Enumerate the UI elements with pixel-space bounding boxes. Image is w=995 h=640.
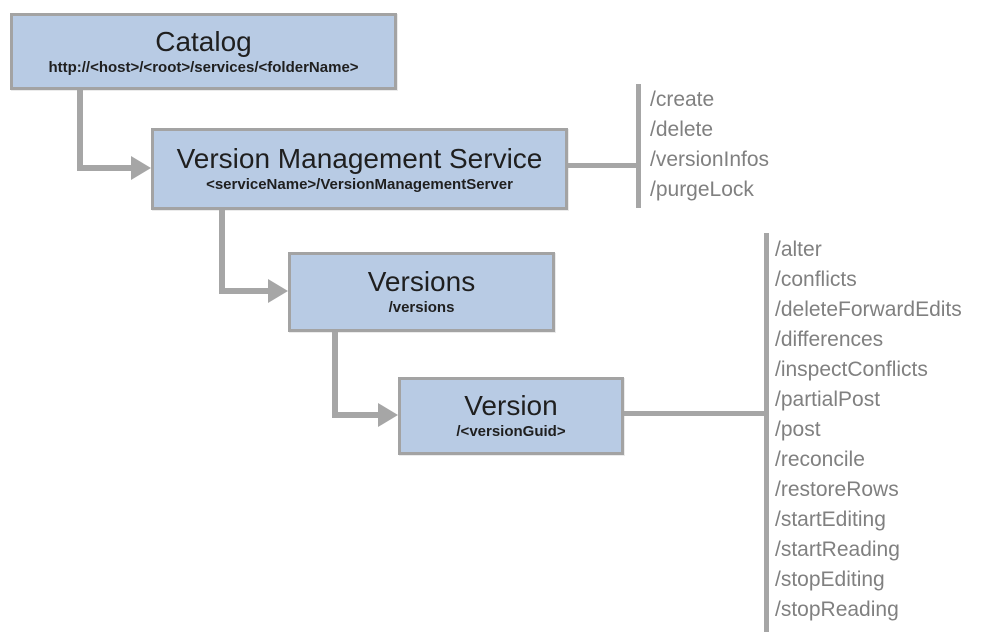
operation-item: /post xyxy=(775,418,821,441)
connector-versions-to-version-vertical xyxy=(332,332,338,418)
operation-item: /deleteForwardEdits xyxy=(775,298,962,321)
operation-item: /stopEditing xyxy=(775,568,885,591)
connector-catalog-to-vms-vertical xyxy=(77,90,83,171)
arrowhead-vms-to-versions-icon xyxy=(268,279,288,303)
operation-item: /versionInfos xyxy=(650,148,770,171)
connector-version-to-operations xyxy=(624,411,766,416)
node-version: Version /<versionGuid> xyxy=(398,377,624,455)
operation-item: /delete xyxy=(650,118,714,141)
node-version-url: /<versionGuid> xyxy=(456,423,566,440)
connector-versions-to-version-horizontal xyxy=(332,412,378,418)
operation-item: /purgeLock xyxy=(650,178,754,201)
operation-item: /startReading xyxy=(775,538,900,561)
operation-item: /stopReading xyxy=(775,598,899,621)
connector-vms-to-versions-vertical xyxy=(219,210,225,294)
operation-item: /restoreRows xyxy=(775,478,899,501)
operation-item: /conflicts xyxy=(775,268,857,291)
operation-item: /create xyxy=(650,88,715,111)
node-vms-url: <serviceName>/VersionManagementServer xyxy=(206,176,513,193)
node-vms-title: Version Management Service xyxy=(176,143,543,174)
node-versions-title: Versions xyxy=(367,266,476,297)
node-catalog-url: http://<host>/<root>/services/<folderNam… xyxy=(48,58,359,76)
node-versions-url: /versions xyxy=(388,299,455,316)
operation-item: /reconcile xyxy=(775,448,865,471)
operation-item: /differences xyxy=(775,328,884,351)
node-versions: Versions /versions xyxy=(288,252,555,332)
node-catalog-title: Catalog xyxy=(155,25,252,57)
connector-catalog-to-vms-horizontal xyxy=(77,165,131,171)
connector-vms-to-versions-horizontal xyxy=(219,288,268,294)
node-version-title: Version xyxy=(464,390,558,421)
arrowhead-versions-to-version-icon xyxy=(378,403,398,427)
version-operations-list: /alter /conflicts /deleteForwardEdits /d… xyxy=(775,235,962,625)
operation-item: /inspectConflicts xyxy=(775,358,928,381)
version-operations-rule xyxy=(764,233,769,632)
arrowhead-catalog-to-vms-icon xyxy=(131,156,151,180)
connector-vms-to-operations xyxy=(568,163,638,168)
node-version-management-service: Version Management Service <serviceName>… xyxy=(151,128,568,210)
operation-item: /partialPost xyxy=(775,388,881,411)
vms-operations-rule xyxy=(636,84,641,208)
node-catalog: Catalog http://<host>/<root>/services/<f… xyxy=(10,13,397,90)
operation-item: /alter xyxy=(775,238,822,261)
operation-item: /startEditing xyxy=(775,508,886,531)
vms-operations-list: /create /delete /versionInfos /purgeLock xyxy=(650,85,769,205)
